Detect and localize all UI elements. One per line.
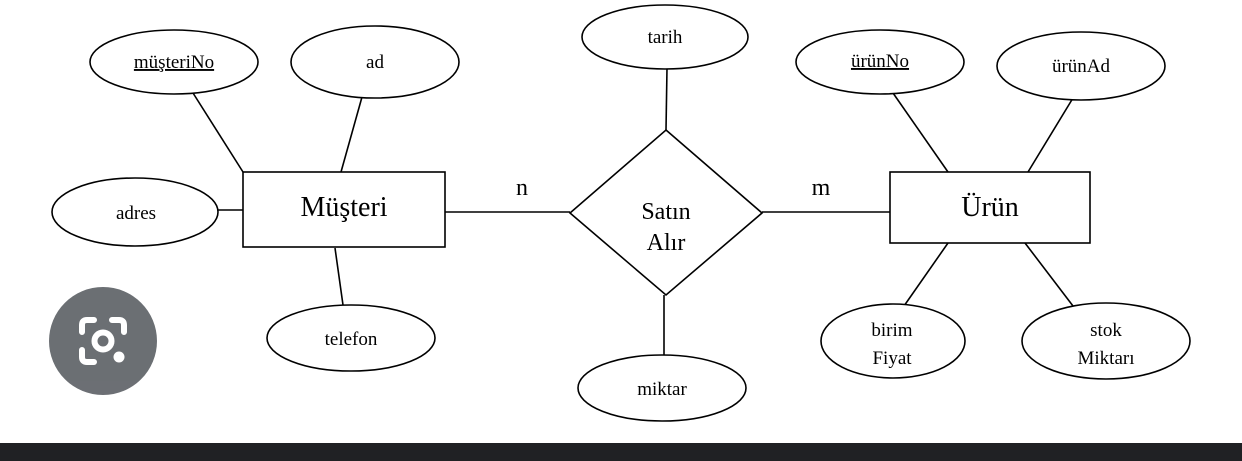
cardinality-m: m bbox=[812, 175, 831, 201]
edge-tarih bbox=[665, 67, 668, 131]
entity-musteri-label: Müşteri bbox=[300, 192, 387, 223]
attribute-urunad-label: ürünAd bbox=[1052, 56, 1111, 77]
attribute-tarih-label: tarih bbox=[648, 27, 683, 48]
attribute-musterino-label: müşteriNo bbox=[134, 52, 214, 73]
attribute-ad-label: ad bbox=[366, 52, 384, 73]
attribute-stokmiktari-label-line1: stok bbox=[1090, 320, 1122, 341]
google-lens-button[interactable] bbox=[49, 287, 157, 395]
cardinality-n: n bbox=[516, 175, 528, 201]
attribute-miktar-label: miktar bbox=[637, 379, 687, 400]
google-lens-icon bbox=[79, 317, 127, 365]
attribute-urunad: ürünAd bbox=[996, 31, 1166, 101]
entity-musteri: Müşteri bbox=[242, 171, 446, 248]
edge-musterino bbox=[192, 92, 244, 173]
relationship-label-line2: Alır bbox=[647, 230, 686, 256]
entity-urun: Ürün bbox=[889, 171, 1091, 244]
attribute-adres: adres bbox=[51, 177, 219, 247]
attribute-telefon-label: telefon bbox=[325, 329, 378, 350]
attribute-urunno-label: ürünNo bbox=[851, 51, 909, 72]
attribute-urunno: ürünNo bbox=[795, 29, 965, 95]
attribute-birimfiyat-label-line1: birim bbox=[871, 320, 912, 341]
attribute-birimfiyat: birim Fiyat bbox=[820, 303, 966, 379]
attribute-tarih: tarih bbox=[581, 4, 749, 70]
attribute-stokmiktari: stok Miktarı bbox=[1021, 302, 1191, 380]
attribute-telefon: telefon bbox=[266, 304, 436, 372]
bottom-bar bbox=[0, 443, 1242, 461]
edge-urunno bbox=[892, 92, 949, 173]
relationship-label-line1: Satın bbox=[641, 199, 690, 225]
edge-birimfiyat bbox=[903, 242, 949, 307]
attribute-miktar: miktar bbox=[577, 354, 747, 422]
attribute-adres-label: adres bbox=[116, 203, 156, 224]
edge-ad bbox=[340, 96, 363, 173]
relationship-satin-alir: Satın Alır bbox=[568, 128, 764, 297]
connector-lines bbox=[192, 67, 1074, 356]
attribute-stokmiktari-label-line2: Miktarı bbox=[1078, 348, 1135, 369]
attribute-musterino: müşteriNo bbox=[89, 29, 259, 95]
er-diagram: müşteriNo ad adres telefon tarih miktar … bbox=[51, 4, 1191, 422]
attribute-birimfiyat-label-line2: Fiyat bbox=[872, 348, 912, 369]
edge-urunad bbox=[1027, 97, 1074, 173]
entity-urun-label: Ürün bbox=[961, 192, 1019, 223]
attribute-ad: ad bbox=[290, 25, 460, 99]
edge-telefon bbox=[334, 247, 344, 306]
edge-stokmiktari bbox=[1024, 242, 1074, 307]
